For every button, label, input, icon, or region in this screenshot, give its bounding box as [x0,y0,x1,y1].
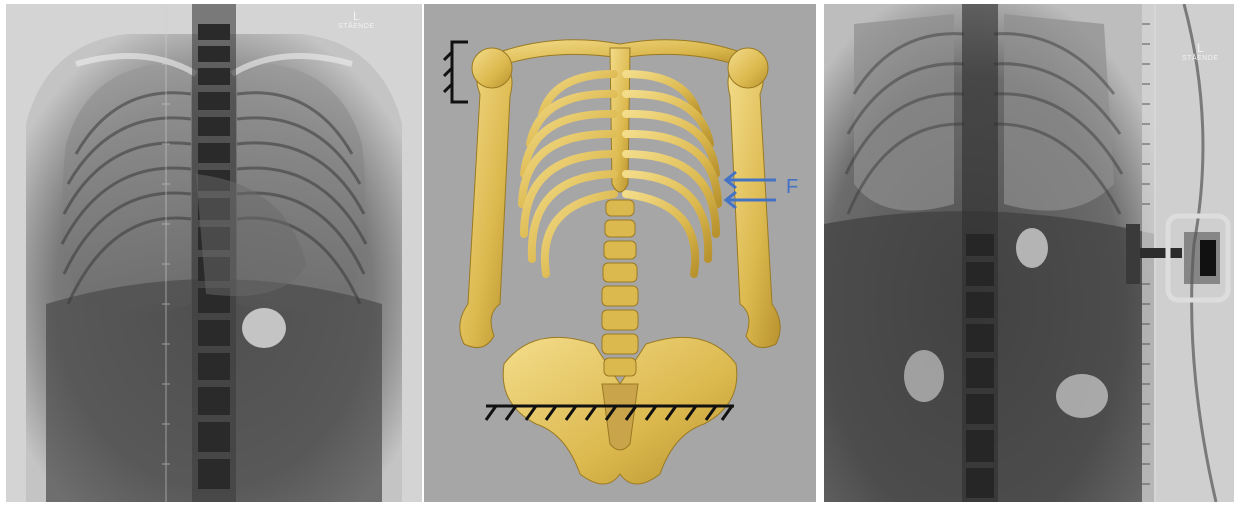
xray-right-position-marker: STÅENDE [1182,55,1219,62]
chest-xray-right-image [824,4,1234,502]
chest-xray-left-image [6,4,422,502]
chest-xray-right: L STÅENDE [824,4,1234,502]
xray-right-side-marker: L [1182,42,1219,55]
xray-left-marker: L STÅENDE [338,10,375,30]
xray-left-side-marker: L [338,10,375,23]
chest-xray-left: L STÅENDE [6,4,422,502]
skeleton-model-panel: F [424,4,816,502]
skeleton-model-image [424,4,816,502]
xray-left-position-marker: STÅENDE [338,23,375,30]
xray-right-marker: L STÅENDE [1182,42,1219,62]
force-label: F [786,176,798,199]
